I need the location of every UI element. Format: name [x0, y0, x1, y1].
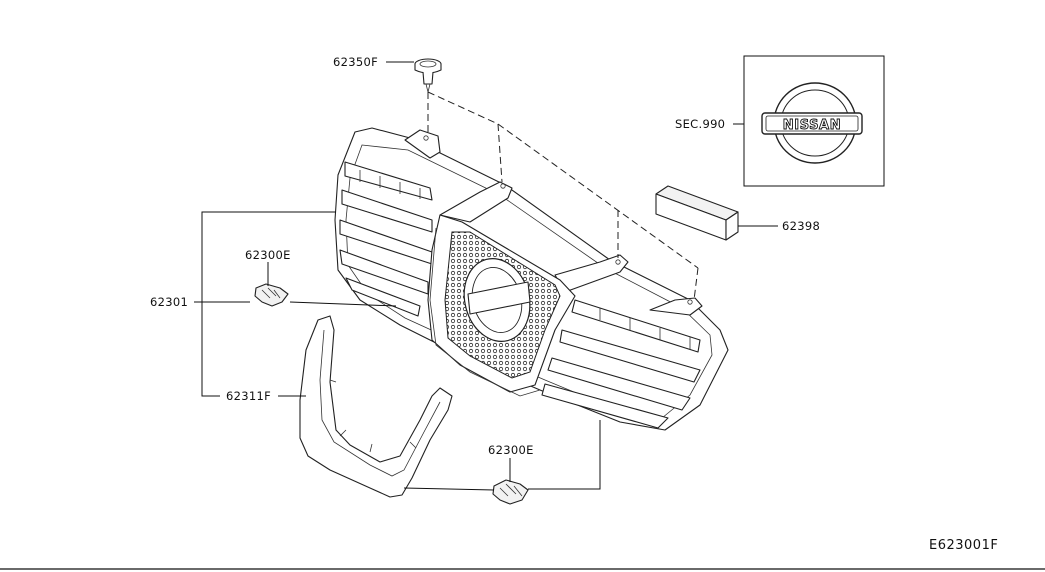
leader-bottom — [403, 420, 601, 491]
grille-emblem — [463, 257, 531, 343]
grille-assembly — [334, 127, 729, 431]
grille-left-slats — [339, 161, 433, 317]
clip-62300E-left — [254, 283, 289, 307]
upper-bracket-center — [439, 181, 513, 223]
label-62301: 62301 — [150, 295, 188, 309]
label-62398: 62398 — [782, 219, 820, 233]
leader-grille — [289, 301, 397, 307]
label-62311F: 62311F — [226, 389, 271, 403]
label-sec990: SEC.990 — [675, 117, 725, 131]
figure-code: E623001F — [929, 538, 998, 553]
emblem-text: NISSAN — [783, 118, 841, 133]
clip-62350F — [414, 58, 442, 93]
clip-62300E-bottom — [492, 479, 529, 505]
foam-pad-62398 — [655, 185, 739, 241]
label-62300E-bottom: 62300E — [488, 443, 534, 457]
upper-bracket-left — [404, 129, 441, 159]
grille-right-slats — [541, 299, 701, 429]
dashed-line-top — [427, 91, 699, 269]
emblem-reference-box: NISSAN — [743, 55, 885, 187]
leader-bracket-62301 — [201, 211, 336, 397]
label-62350F: 62350F — [333, 55, 378, 69]
upper-bracket-right-b — [649, 297, 703, 316]
label-62300E-left: 62300E — [245, 248, 291, 262]
